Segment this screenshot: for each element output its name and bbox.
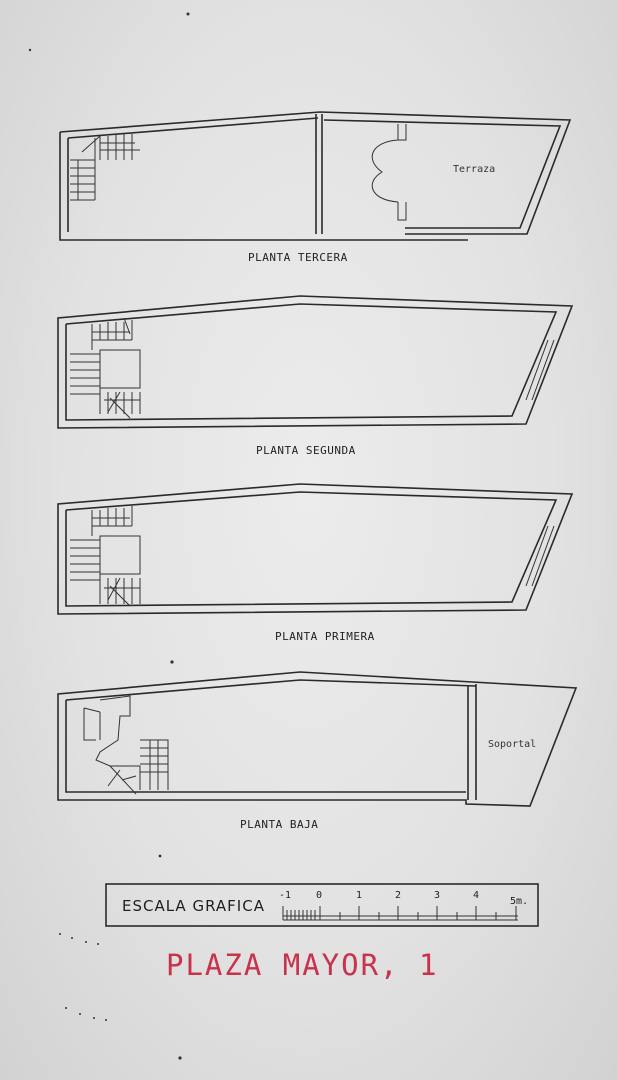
- terrace-doors: [371, 124, 407, 221]
- scale-tick-3: 3: [434, 890, 440, 901]
- floor-label-third: PLANTA TERCERA: [248, 251, 348, 264]
- scan-specks: [28, 12, 190, 1060]
- plan-third-floor: Terraza: [59, 111, 572, 241]
- scale-tick-2: 2: [395, 890, 401, 901]
- plan-second-floor: [57, 295, 574, 429]
- floor-label-second: PLANTA SEGUNDA: [256, 444, 356, 457]
- scale-tick-5m: 5m.: [510, 896, 528, 907]
- scale-tick-0: 0: [316, 890, 322, 901]
- scale-tick-minus1: -1: [279, 890, 291, 901]
- plan-first-floor: [57, 483, 574, 615]
- handwritten-address: PLAZA MAYOR, 1: [166, 948, 438, 982]
- room-label-terraza: Terraza: [453, 164, 495, 175]
- plan-ground-floor: Soportal: [57, 671, 578, 807]
- scale-bar: [282, 906, 518, 921]
- room-label-soportal: Soportal: [488, 739, 536, 750]
- floor-label-first: PLANTA PRIMERA: [275, 630, 375, 643]
- scale-tick-1: 1: [356, 890, 362, 901]
- staircase-third: [70, 134, 140, 201]
- scale-frame: [105, 883, 539, 927]
- graphic-scale: ESCALA GRAFICA -1 0 1 2 3 4 5m.: [105, 883, 539, 927]
- floor-label-ground: PLANTA BAJA: [240, 818, 318, 831]
- scale-title: ESCALA GRAFICA: [122, 897, 265, 915]
- staircase-ground: [83, 695, 169, 795]
- scale-tick-4: 4: [473, 890, 479, 901]
- staircase-first: [70, 506, 141, 607]
- staircase-second: [70, 317, 141, 419]
